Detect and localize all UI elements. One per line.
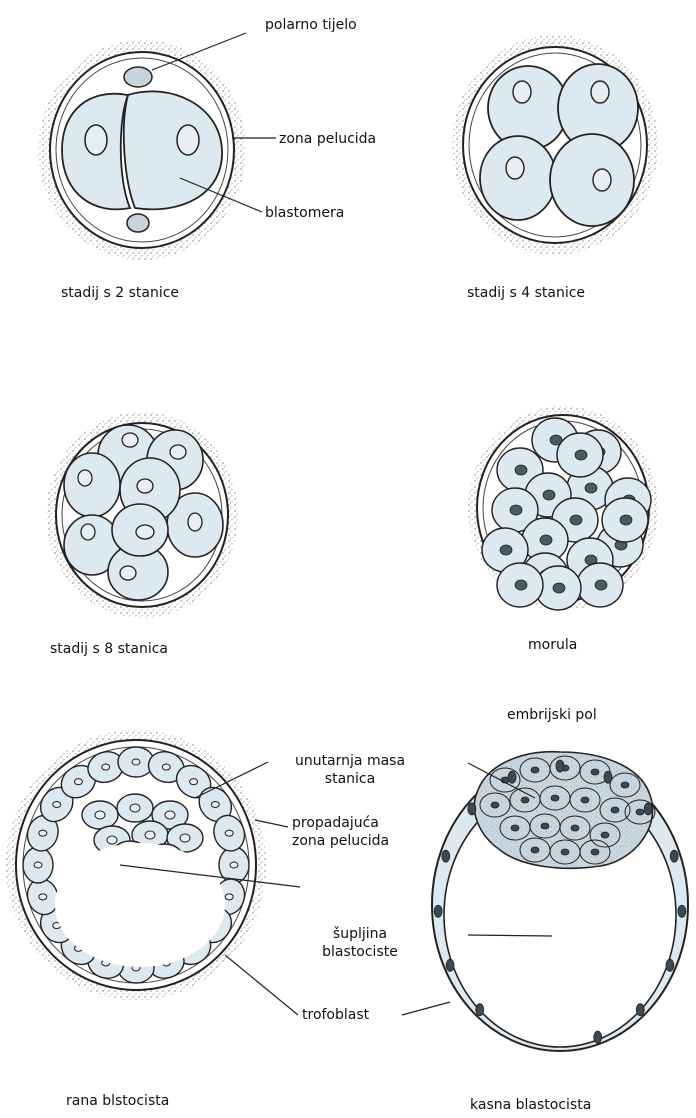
label-blastocyst-cavity: šupljina blastociste (300, 925, 420, 961)
label-inner-cell-mass-line1: unutarnja masa (280, 752, 420, 770)
label-morula: morula (528, 636, 577, 654)
label-degenerating-zona-line1: propadajuća (292, 814, 389, 832)
label-stage-4-cells: stadij s 4 stanice (467, 284, 585, 302)
label-stage-8-cells: stadij s 8 stanica (50, 640, 168, 658)
early-blastocyst-drawing (6, 730, 300, 1015)
late-blastocyst-drawing (402, 752, 688, 1051)
label-early-blastocyst: rana blstocista (66, 1092, 169, 1110)
label-inner-cell-mass-line2: stanica (280, 770, 420, 788)
label-stage-2-cells: stadij s 2 stanice (61, 284, 179, 302)
label-cavity-line2: blastociste (300, 943, 420, 961)
label-embryonic-pole: embrijski pol (507, 706, 597, 724)
label-blastomere: blastomera (265, 204, 344, 222)
label-degenerating-zona: propadajuća zona pelucida (292, 814, 389, 850)
label-cavity-line1: šupljina (300, 925, 420, 943)
label-inner-cell-mass: unutarnja masa stanica (280, 752, 420, 788)
label-trophoblast: trofoblast (302, 1006, 369, 1024)
label-late-blastocyst: kasna blastocista (470, 1096, 591, 1114)
label-polar-body: polarno tijelo (265, 16, 357, 34)
label-degenerating-zona-line2: zona pelucida (292, 832, 389, 850)
four-cell-stage-drawing (452, 35, 658, 255)
label-zona-pellucida: zona pelucida (279, 130, 376, 148)
polar-body (124, 67, 152, 87)
two-cell-stage-drawing (38, 33, 276, 260)
morula-drawing (468, 406, 658, 610)
eight-cell-stage-drawing (46, 412, 238, 618)
